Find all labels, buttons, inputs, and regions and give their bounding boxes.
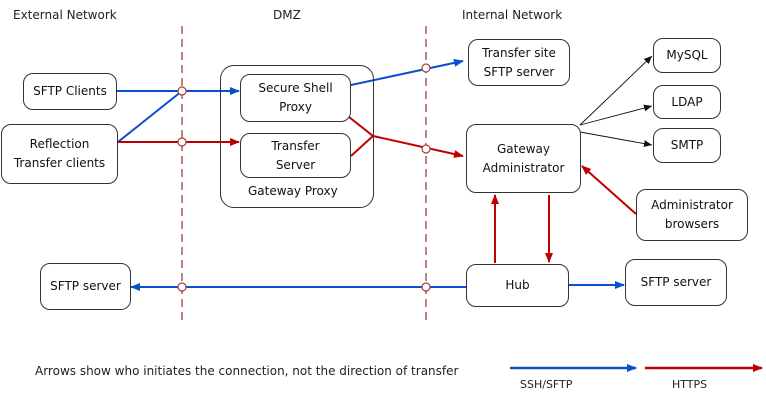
- edge-junction-to-gateway-admin: [372, 135, 464, 158]
- node-label: Secure Shell: [258, 81, 333, 96]
- footnote: Arrows show who initiates the connection…: [35, 364, 459, 378]
- crossing-point: [421, 282, 431, 292]
- node-gateway-administrator[interactable]: Gateway Administrator: [466, 124, 581, 193]
- edge-ssh-proxy-to-junction: [348, 116, 374, 137]
- node-smtp[interactable]: SMTP: [653, 128, 721, 163]
- node-label: SMTP: [670, 138, 704, 153]
- zone-label-external: External Network: [13, 8, 117, 22]
- node-administrator-browsers[interactable]: Administrator browsers: [636, 189, 748, 241]
- node-label: SFTP server: [640, 275, 712, 290]
- zone-label-internal: Internal Network: [462, 8, 563, 22]
- edge-admin-browsers-to-gateway-admin: [581, 165, 637, 215]
- gateway-proxy-label: Gateway Proxy: [248, 184, 338, 198]
- node-label: SFTP server: [483, 64, 555, 79]
- node-label: browsers: [664, 217, 720, 231]
- node-transfer-server[interactable]: Transfer Server: [240, 133, 351, 178]
- node-transfer-site-sftp-server[interactable]: Transfer site SFTP server: [468, 39, 570, 86]
- edge-gateway-admin-to-smtp: [579, 131, 653, 148]
- zone-label-dmz: DMZ: [273, 8, 301, 22]
- crossing-point: [421, 63, 431, 73]
- node-mysql[interactable]: MySQL: [653, 38, 721, 73]
- edge-reflection-to-ssh-proxy: [117, 90, 183, 143]
- node-label: Server: [275, 157, 316, 172]
- node-label: Transfer site: [482, 45, 556, 60]
- node-label: LDAP: [671, 94, 703, 109]
- node-sftp-server-internal[interactable]: SFTP server: [625, 259, 727, 306]
- node-label: Proxy: [279, 100, 312, 114]
- node-ldap[interactable]: LDAP: [653, 85, 721, 119]
- edge-ssh-proxy-to-transfer-site: [350, 58, 464, 86]
- node-hub[interactable]: Hub: [466, 264, 569, 307]
- node-sftp-server-external[interactable]: SFTP server: [40, 263, 131, 310]
- node-label: Gateway: [496, 141, 550, 156]
- node-label: SFTP server: [50, 279, 121, 294]
- crossing-point: [421, 144, 431, 154]
- node-label: Reflection: [29, 137, 90, 152]
- legend-label-https: HTTPS: [672, 378, 708, 391]
- node-label: Administrator: [651, 198, 733, 213]
- edge-transfer-server-to-junction: [350, 135, 374, 157]
- node-label: Transfer clients: [13, 156, 106, 170]
- node-sftp-clients[interactable]: SFTP Clients: [23, 73, 117, 110]
- crossing-point: [177, 282, 187, 292]
- node-label: Hub: [505, 278, 530, 293]
- node-label: Administrator: [482, 160, 565, 175]
- node-label: Transfer: [271, 138, 320, 153]
- node-reflection-transfer-clients[interactable]: Reflection Transfer clients: [1, 124, 118, 184]
- node-label: SFTP Clients: [33, 84, 107, 99]
- legend-label-ssh: SSH/SFTP: [520, 378, 573, 391]
- node-secure-shell-proxy[interactable]: Secure Shell Proxy: [240, 74, 351, 122]
- edge-gateway-admin-to-ldap: [579, 104, 653, 126]
- node-label: MySQL: [666, 48, 708, 63]
- crossing-point: [177, 137, 187, 147]
- gateway-proxy-group[interactable]: [220, 65, 374, 208]
- crossing-point: [177, 86, 187, 96]
- edge-gateway-admin-to-mysql: [579, 55, 653, 126]
